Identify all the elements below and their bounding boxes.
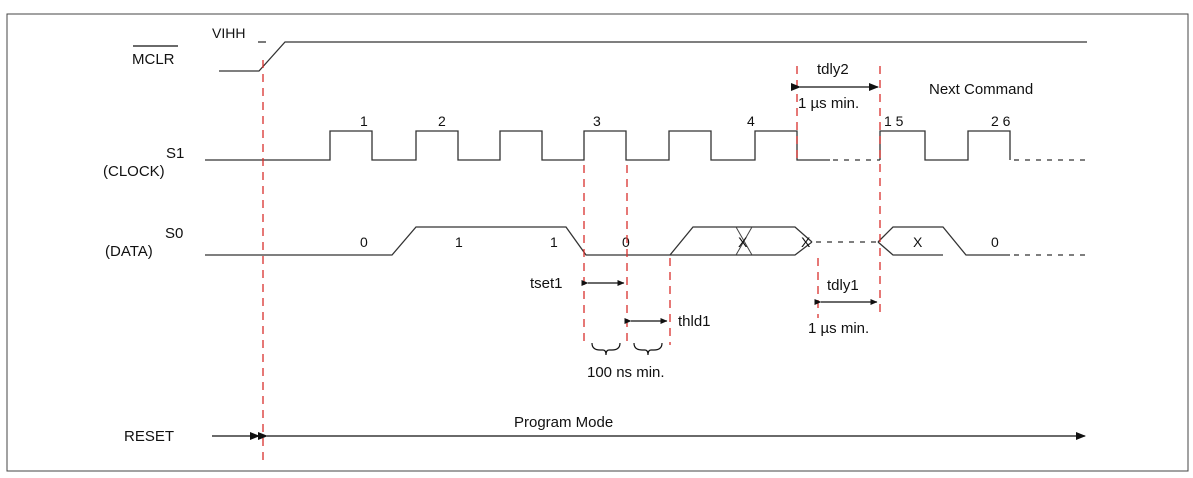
hold-min-label: 100 ns min. <box>587 364 665 381</box>
s0-sublabel: (DATA) <box>105 243 153 260</box>
data-waveform-next-top <box>877 226 1010 256</box>
data-x-region-top <box>669 226 813 256</box>
data-label-2: 1 <box>550 234 558 250</box>
thld1-label: thld1 <box>678 313 711 330</box>
data-label-7: 0 <box>991 234 999 250</box>
mclr-waveform <box>219 41 1087 72</box>
tdly2-label: tdly2 <box>817 61 849 78</box>
data-label-4: X <box>738 234 748 250</box>
tdly2-min-label: 1 µs min. <box>798 95 859 112</box>
diagram-frame <box>6 13 1189 472</box>
s1-label: S1 <box>166 145 184 162</box>
s0-label: S0 <box>165 225 183 242</box>
data-label-5: X <box>801 234 811 250</box>
program-mode-label: Program Mode <box>514 414 613 431</box>
data-waveform-next-bottom <box>877 241 943 256</box>
clock-label-6: 2 6 <box>991 113 1011 129</box>
clock-label-2: 2 <box>438 113 446 129</box>
reset-label: RESET <box>124 428 174 445</box>
data-label-1: 1 <box>455 234 463 250</box>
data-waveform <box>205 226 670 256</box>
s1-sublabel: (CLOCK) <box>103 163 165 180</box>
tset1-brace <box>591 342 621 356</box>
data-x-cross-b <box>735 226 753 256</box>
vihh-label: VIHH <box>212 25 245 41</box>
data-x-region-bottom <box>670 241 813 256</box>
data-label-0: 0 <box>360 234 368 250</box>
clock-waveform-next <box>879 130 1011 161</box>
tdly1-min-label: 1 µs min. <box>808 320 869 337</box>
tset1-label: tset1 <box>530 275 563 292</box>
mclr-label: MCLR <box>132 51 175 68</box>
clock-label-3: 3 <box>593 113 601 129</box>
data-label-6: X <box>913 234 923 250</box>
clock-label-5: 1 5 <box>884 113 904 129</box>
clock-label-1: 1 <box>360 113 368 129</box>
tdly1-label: tdly1 <box>827 277 859 294</box>
next-command-label: Next Command <box>929 81 1033 98</box>
data-label-3: 0 <box>622 234 630 250</box>
clock-label-4: 4 <box>747 113 755 129</box>
clock-waveform <box>205 130 830 161</box>
thld1-brace <box>633 342 663 356</box>
